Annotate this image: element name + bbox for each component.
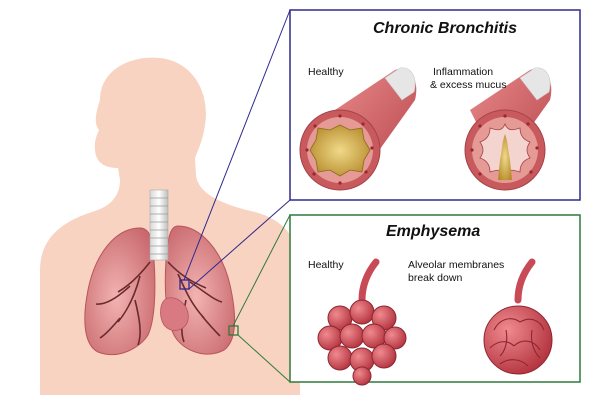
emphysema-connector-top xyxy=(232,214,291,327)
heart xyxy=(160,297,189,331)
trachea-rings xyxy=(150,197,168,255)
bronchitis-connector-bottom xyxy=(188,199,291,290)
emphysema-diseased-label-line2: break down xyxy=(408,272,463,284)
bronchitis-diseased-label-line2: & excess mucus xyxy=(430,79,507,91)
inflamed-bronchus xyxy=(464,67,552,191)
bronchitis-connector-top xyxy=(183,9,291,281)
chronic-bronchitis-title: Chronic Bronchitis xyxy=(373,20,518,37)
emphysema-healthy-label: Healthy xyxy=(308,259,344,271)
trachea xyxy=(149,189,169,261)
healthy-alveoli xyxy=(317,258,407,386)
human-silhouette xyxy=(40,57,300,396)
emphysema-diseased-label-line1: Alveolar membranes xyxy=(408,259,505,271)
emphysema-connector-bottom xyxy=(237,334,291,383)
bronchitis-healthy-label: Healthy xyxy=(308,66,344,78)
body-silhouette xyxy=(40,57,300,396)
bronchitis-diseased-label-line1: Inflammation xyxy=(433,66,494,78)
emphysema-title: Emphysema xyxy=(386,223,481,240)
healthy-bronchus xyxy=(299,67,417,191)
damaged-alveoli xyxy=(483,258,553,375)
